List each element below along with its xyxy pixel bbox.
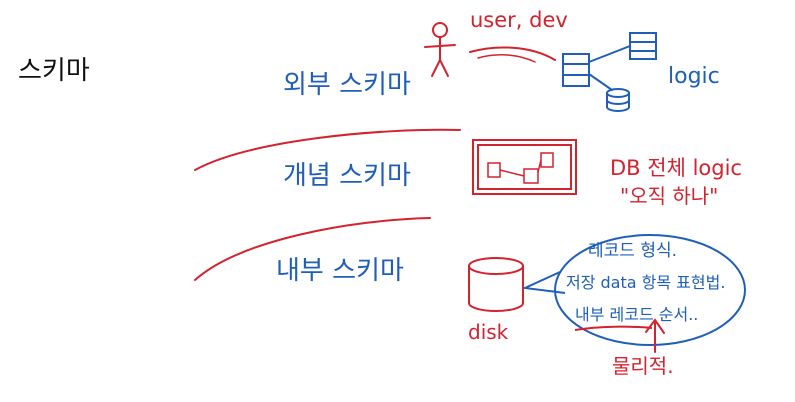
separator-curve-top: [194, 128, 461, 171]
page-title: 스키마: [18, 56, 90, 86]
user-arrow: [469, 46, 556, 61]
physical-label: 물리적.: [612, 354, 674, 378]
level-label-external: 외부 스키마: [283, 70, 411, 100]
bubble-line-record-format: 레코드 형식.: [588, 241, 678, 261]
level-label-internal: 내부 스키마: [276, 256, 404, 286]
bubble-line-record-order: 내부 레코드 순서..: [575, 305, 699, 324]
logic-tables-icon: [562, 32, 657, 112]
separator-curve-bottom: [194, 217, 431, 281]
user-stick-figure: [424, 22, 456, 77]
physical-arrow: [645, 318, 665, 353]
conceptual-note-line1: DB 전체 logic: [610, 156, 742, 180]
level-label-conceptual: 개념 스키마: [283, 161, 411, 191]
user-label: user, dev: [470, 8, 568, 32]
internal-speech-bubble: [521, 234, 746, 346]
bubble-line-storage-format: 저장 data 항목 표현법.: [566, 273, 726, 292]
disk-icon: [468, 257, 524, 312]
disk-label: disk: [468, 320, 509, 344]
conceptual-box: [472, 139, 577, 195]
internal-order-underline: [574, 325, 653, 331]
logic-label: logic: [668, 64, 720, 89]
conceptual-note-line2: "오직 하나": [620, 184, 719, 208]
